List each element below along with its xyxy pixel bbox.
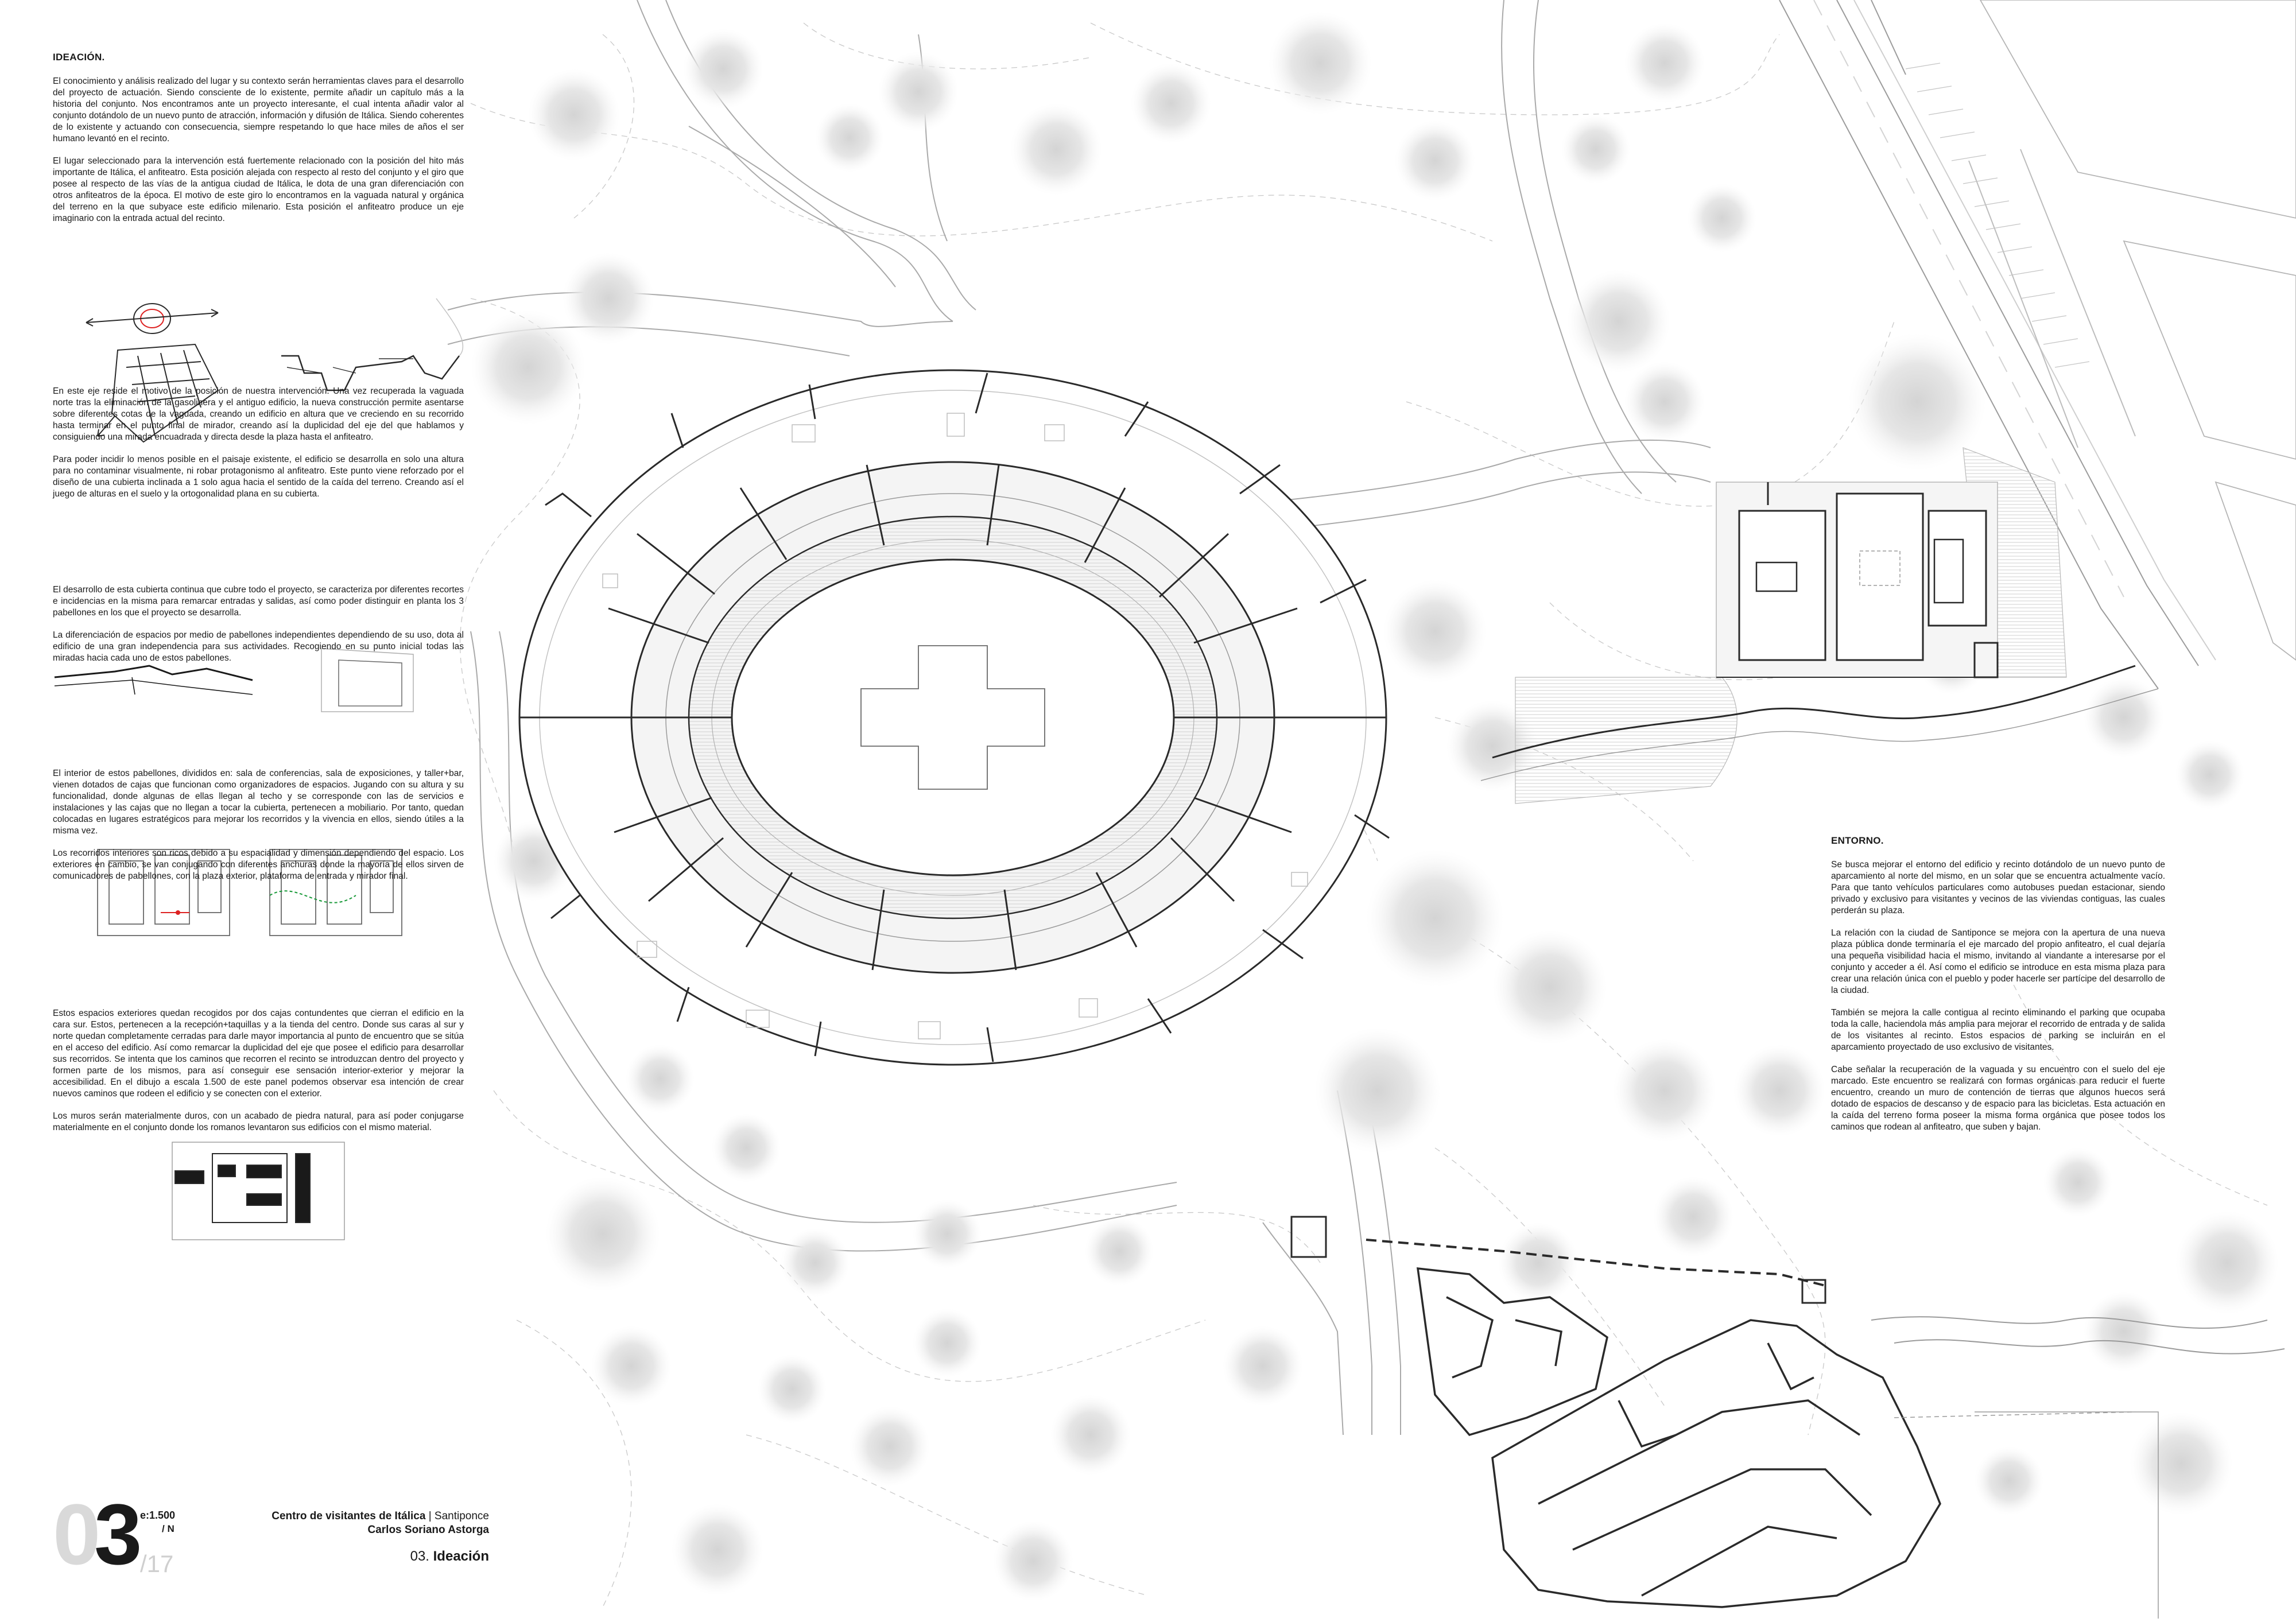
road bbox=[1779, 0, 2216, 689]
ideacion-paragraph-1: El conocimiento y análisis realizado del… bbox=[53, 76, 464, 143]
walls-misc bbox=[1290, 1216, 2159, 1619]
entorno-paragraph-4: Cabe señalar la recuperación de la vagua… bbox=[1831, 1065, 2165, 1132]
ideacion-paragraph-2: El lugar seleccionado para la intervenci… bbox=[53, 156, 464, 223]
author-name: Carlos Soriano Astorga bbox=[367, 1524, 489, 1536]
diagram-amphitheatre-axis bbox=[86, 303, 219, 443]
north-label: / N bbox=[162, 1523, 174, 1534]
city-blocks bbox=[1979, 0, 2296, 661]
ideacion-paragraph-4: Para poder incidir lo menos posible en e… bbox=[53, 455, 464, 499]
visitor-centre bbox=[1716, 482, 1999, 678]
ideacion-heading: IDEACIÓN. bbox=[53, 52, 105, 63]
parking-stalls bbox=[1905, 63, 2090, 368]
entorno-paragraph-2: La relación con la ciudad de Santiponce … bbox=[1831, 928, 2165, 995]
ideacion-text: IDEACIÓN. El conocimiento y análisis rea… bbox=[53, 52, 464, 1144]
project-info: Centro de visitantes de Itálica | Santip… bbox=[272, 1510, 489, 1537]
scale-label: e:1.500 bbox=[140, 1510, 176, 1521]
sheet-title-number: 03. bbox=[410, 1549, 429, 1564]
project-name: Centro de visitantes de Itálica bbox=[272, 1510, 426, 1522]
perimeter-wall bbox=[1366, 1239, 1826, 1287]
entorno-text: ENTORNO. Se busca mejorar el entorno del… bbox=[1831, 835, 2165, 1144]
sheet-title: 03. Ideación bbox=[410, 1549, 489, 1565]
ideacion-paragraph-9: Estos espacios exteriores quedan recogid… bbox=[53, 1008, 464, 1099]
sheet-number-three: 3 bbox=[94, 1486, 142, 1582]
diagram-section bbox=[281, 298, 464, 391]
ideacion-paragraph-5: El desarrollo de esta cubierta continua … bbox=[53, 585, 464, 618]
diagram-boxes bbox=[172, 1142, 345, 1240]
diagram-floorplans bbox=[97, 849, 402, 936]
ideacion-paragraph-8: Los recorridos interiores son ricos debi… bbox=[53, 848, 464, 881]
sheet-total: /17 bbox=[140, 1550, 174, 1577]
ideacion-paragraph-10: Los muros serán materialmente duros, con… bbox=[53, 1111, 464, 1132]
roman-ruins bbox=[1416, 1267, 1941, 1608]
diagram-roof-section bbox=[54, 648, 414, 712]
entorno-paragraph-3: También se mejora la calle contigua al r… bbox=[1831, 1008, 2165, 1052]
entorno-heading: ENTORNO. bbox=[1831, 835, 1884, 846]
amphitheatre bbox=[518, 369, 1390, 1066]
entorno-paragraph-1: Se busca mejorar el entorno del edificio… bbox=[1831, 860, 2165, 915]
title-block: 0 3 /17 e:1.500 / N Centro de visitantes… bbox=[53, 1491, 489, 1583]
organic-wall-right bbox=[1871, 1316, 2285, 1355]
project-location: | Santiponce bbox=[425, 1510, 489, 1522]
ideacion-paragraph-6: La diferenciación de espacios por medio … bbox=[53, 630, 464, 663]
ideacion-paragraph-7: El interior de estos pabellones, dividid… bbox=[53, 769, 464, 836]
sheet-title-text: Ideación bbox=[433, 1549, 489, 1564]
ideacion-paragraph-3: En este eje reside el motivo de la posic… bbox=[53, 386, 464, 442]
sheet-number-zero: 0 bbox=[53, 1486, 101, 1582]
